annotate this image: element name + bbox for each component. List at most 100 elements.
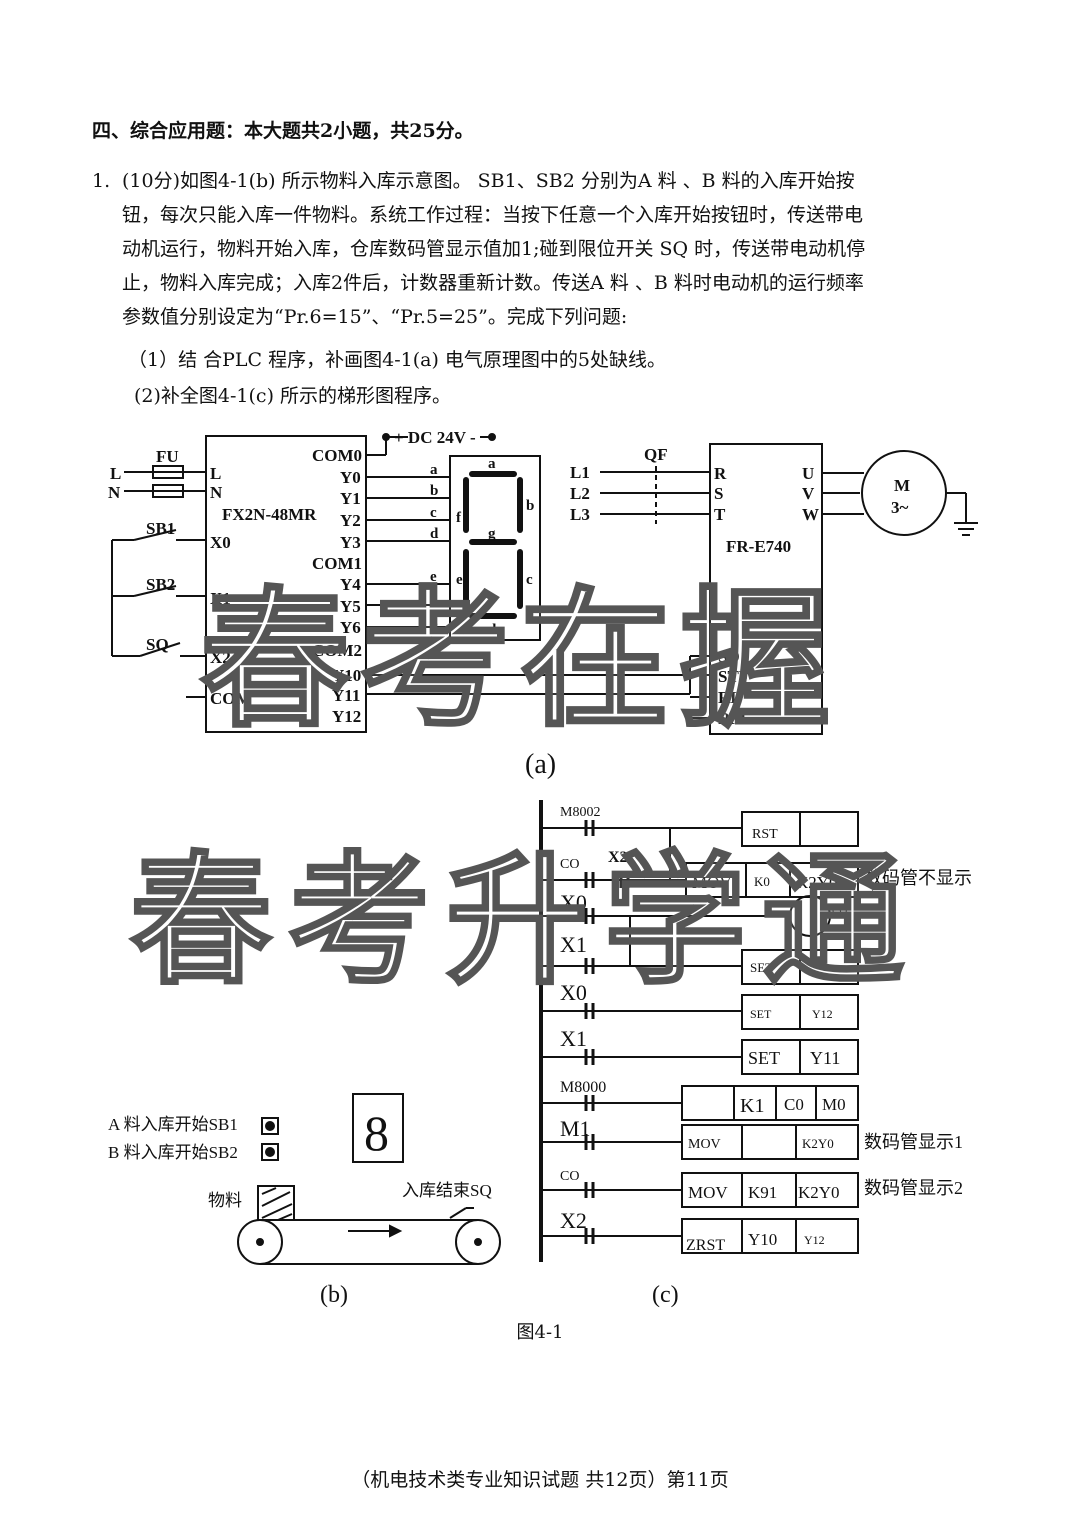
plc-out-y12: Y12 [332, 707, 361, 726]
seg-e: e [456, 572, 463, 588]
question-line-1: (10分)如图4-1(b) 所示物料入库示意图。 SB1、SB2 分别为A 料 … [122, 170, 855, 192]
rung2-box3: K2Y0 [796, 873, 838, 892]
rung7-contact: M8000 [560, 1079, 606, 1096]
watermark-1: 春考在握 [200, 574, 840, 748]
rung9-box3: K2Y0 [798, 1183, 840, 1202]
inv-stf: STF [718, 667, 749, 686]
question-number: 1. [92, 170, 111, 192]
inv-rl: RL [718, 688, 742, 707]
seg-g: g [488, 526, 496, 542]
plc-model: FX2N-48MR [222, 505, 317, 524]
rung8-contact: M1 [560, 1116, 591, 1141]
rung2-note: 数码管不显示 [864, 868, 972, 888]
rung10-box1: ZRST [686, 1237, 725, 1254]
sub-question-1: （1）结 合PLC 程序，补画图4-1(a) 电气原理图中的5处缺线。 [128, 349, 666, 371]
seg-d: d [488, 622, 497, 638]
rung7-box3: C0 [784, 1095, 804, 1114]
rung1-box1: RST [752, 827, 778, 842]
fuse-l [152, 465, 184, 479]
rung7-box2: K1 [740, 1095, 764, 1117]
inverter-box [709, 443, 823, 735]
fuse-n [152, 484, 184, 498]
limit-switch-label: 入库结束SQ [402, 1181, 492, 1200]
rung2-box1: MOV [692, 873, 732, 892]
plc-out-y10: Y10 [332, 666, 361, 685]
digit-8: 8 [364, 1105, 389, 1161]
rung10-contact: X2 [560, 1208, 587, 1233]
rung5-box2: Y12 [812, 1007, 833, 1021]
rung2-contact2: X2 [608, 849, 628, 866]
wire-b: b [430, 483, 438, 499]
wire-a: a [430, 462, 438, 478]
figure-c-label: (c) [652, 1282, 679, 1308]
wire-g: g [430, 612, 438, 628]
seg-c: c [526, 572, 533, 588]
rung2-box2: K0 [754, 874, 770, 889]
inv-w: W [802, 505, 819, 524]
sb2-label: SB2 [146, 575, 175, 594]
figure-b-label: (b) [320, 1282, 348, 1308]
figure-caption: 图4-1 [516, 1322, 564, 1343]
rung1-contact: M8002 [560, 805, 600, 820]
seg-a: a [488, 456, 496, 472]
rung8-box3: K2Y0 [802, 1136, 834, 1151]
mains-l1: L1 [570, 463, 590, 482]
watermark-2: 春考升学通 [130, 839, 920, 1004]
sub-question-2: (2)补全图4-1(c) 所示的梯形图程序。 [134, 385, 452, 407]
supply-n: N [108, 483, 121, 502]
rung6-contact: X1 [560, 1026, 587, 1051]
plc-out-com1: COM1 [312, 554, 362, 573]
rung4-box1: SET [750, 960, 773, 975]
fuse-label: FU [156, 447, 179, 466]
rung9-note: 数码管显示2 [864, 1178, 963, 1198]
section-title: 四、综合应用题：本大题共2小题，共25分。 [92, 120, 474, 142]
question-line-5: 参数值分别设定为“Pr.6=15”、“Pr.5=25”。完成下列问题: [122, 306, 628, 328]
plc-in-x0: X0 [210, 533, 231, 552]
seg-b: b [526, 498, 534, 514]
motor-phase: 3~ [891, 498, 909, 517]
rung6-box1: SET [748, 1048, 780, 1068]
rung8-box1: MOV [688, 1137, 721, 1152]
plc-in-l: L [210, 464, 221, 483]
rung9-box1: MOV [688, 1183, 728, 1202]
motor-m: M [894, 476, 910, 495]
rung9-box2: K91 [748, 1183, 777, 1202]
plc-in-x1: X1 [210, 589, 231, 608]
plc-out-y2: Y2 [340, 511, 361, 530]
material-label: 物料 [208, 1191, 242, 1210]
rung6-box2: Y11 [810, 1048, 840, 1068]
plc-out-y0: Y0 [340, 468, 361, 487]
plc-in-n: N [210, 483, 223, 502]
plc-out-com2: COM2 [312, 641, 362, 660]
rung9-contact: CO [560, 1169, 579, 1184]
plc-out-y4: Y4 [340, 575, 361, 594]
inv-rm: RM [718, 709, 746, 728]
mains-l2: L2 [570, 484, 590, 503]
rung8-note: 数码管显示1 [864, 1132, 963, 1152]
breaker-label: QF [644, 445, 668, 464]
segment-display [449, 455, 541, 641]
dc-supply-label: + DC 24V - [394, 428, 476, 447]
rung7-box4: M0 [822, 1095, 846, 1114]
plc-out-com0: COM0 [312, 446, 362, 465]
plc-out-y5: Y5 [340, 597, 361, 616]
rung5-contact: X0 [560, 980, 587, 1005]
wire-f: f [430, 590, 436, 606]
btn-b-label: B 料入库开始SB2 [108, 1143, 238, 1162]
inv-t: T [714, 505, 726, 524]
sq-label: SQ [146, 635, 169, 654]
seg-f: f [456, 510, 462, 526]
plc-out-y11: Y11 [332, 686, 360, 705]
wire-c: c [430, 505, 437, 521]
rung2-contact: CO [560, 857, 579, 872]
question-line-3: 动机运行，物料开始入库，仓库数码管显示值加1;碰到限位开关 SQ 时，传送带电动… [122, 238, 866, 260]
figure-a-label: (a) [525, 749, 556, 780]
rung10-box3: Y12 [804, 1233, 825, 1247]
plc-out-y1: Y1 [340, 489, 361, 508]
inverter-model: FR-E740 [726, 537, 791, 556]
wire-e: e [430, 569, 437, 585]
sb1-label: SB1 [146, 519, 175, 538]
rung4-contact: X1 [560, 932, 587, 957]
rung3-contact: X0 [560, 890, 587, 915]
